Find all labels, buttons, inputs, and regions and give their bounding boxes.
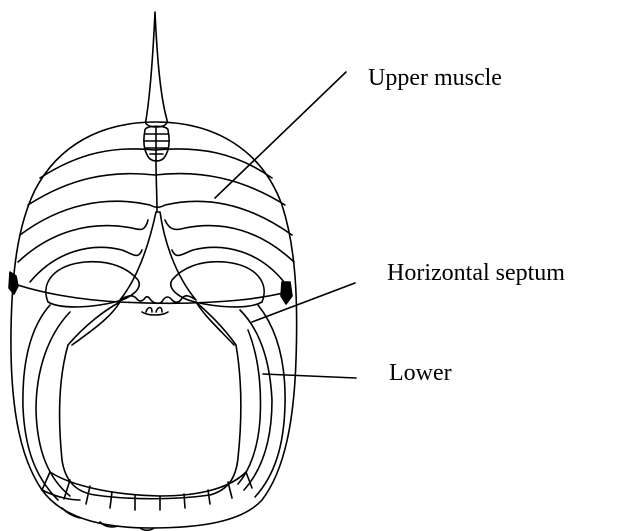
- horizontal-septum: [12, 283, 288, 303]
- leader-line-lower: [263, 374, 356, 378]
- cavity-inner-left: [72, 302, 120, 345]
- lower-muscle-arcs-left: [23, 305, 70, 500]
- label-horizontal-septum: Horizontal septum: [387, 261, 565, 285]
- median-septum-line: [156, 160, 157, 212]
- body-outline: [11, 122, 297, 528]
- leader-line-septum: [252, 283, 355, 322]
- central-structure: [120, 212, 196, 303]
- dorsal-spine: [146, 12, 168, 127]
- leader-line-upper: [215, 72, 346, 198]
- septum-node-right: [281, 282, 292, 304]
- central-structure-detail: [142, 308, 168, 316]
- septum-node-left: [9, 272, 18, 294]
- cavity-inner-right: [196, 302, 234, 345]
- label-upper-muscle: Upper muscle: [368, 66, 502, 90]
- label-lower: Lower: [389, 361, 452, 385]
- body-cavity: [60, 302, 241, 499]
